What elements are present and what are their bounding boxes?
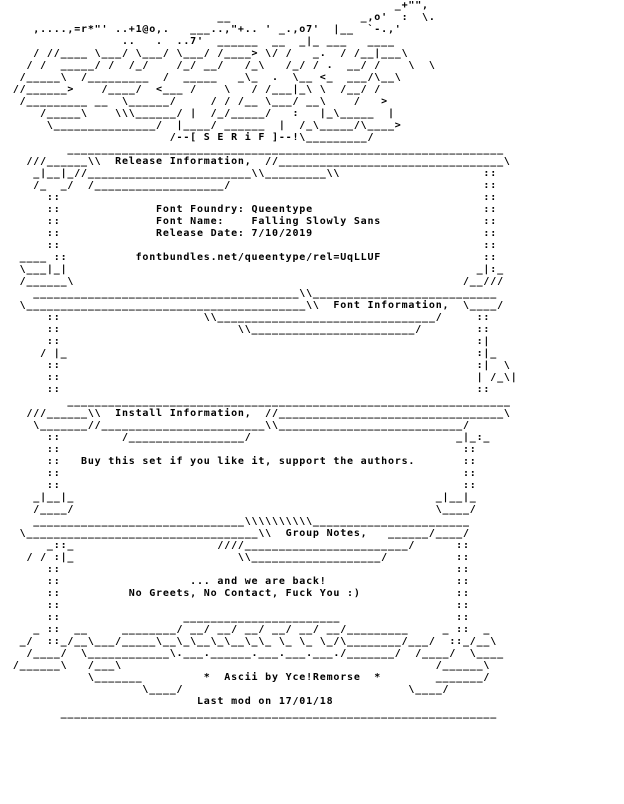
nfo-line: :: :: xyxy=(6,192,498,203)
nfo-line: :: :| xyxy=(6,336,491,347)
nfo-line: :: :: xyxy=(6,564,470,575)
nfo-line: :: \\________________________/ :: xyxy=(6,324,491,335)
nfo-line: ///______\\ Release Information, //_____… xyxy=(6,156,511,167)
nfo-line: \_______//________________________\\____… xyxy=(6,420,470,431)
nfo-line: ///______\\ Install Information, //_____… xyxy=(6,408,511,419)
nfo-line: _|__|_ _|__|_ xyxy=(6,492,477,503)
nfo-line: \____/ \____/ xyxy=(6,684,450,695)
nfo-line: /_________ __ \______/ / / /__ \___/ __\… xyxy=(6,96,388,107)
nfo-line: _::_ ////________________________/ :: xyxy=(6,540,470,551)
nfo-line: ,....,=r*"' ..+1@o,. ___..,"+.. ' _.,o7'… xyxy=(6,24,402,35)
nfo-line: :: Font Name: Falling Slowly Sans :: xyxy=(6,216,498,227)
nfo-line: /______\ /___\ /______\ xyxy=(6,660,491,671)
nfo-line: \_______________________________________… xyxy=(6,300,504,311)
nfo-line: :: _______________________ :: xyxy=(6,612,470,623)
nfo-line: //______> /____/ <___ / \ / /___|_\ \ /_… xyxy=(6,84,382,95)
nfo-line: /____/ \____/ xyxy=(6,504,477,515)
nfo-line: /_ _/ /___________________/ :: xyxy=(6,180,498,191)
nfo-line: /--[ S E R i F ]--!\_________/ xyxy=(6,132,375,143)
nfo-line: \_______ * Ascii by Yce!Remorse * ______… xyxy=(6,672,491,683)
nfo-line: .. . ..7' ______ __ _|_ ___ ____ xyxy=(6,36,395,47)
nfo-line: :: Font Foundry: Queentype :: xyxy=(6,204,498,215)
nfo-line: / //____ \___/ \___/ \___/ /____> \/ / _… xyxy=(6,48,409,59)
nfo-line: :: :| \ xyxy=(6,360,511,371)
nfo-line: :: :: xyxy=(6,240,498,251)
nfo-line: _ :: __ ________/ __/ __/ __/ __/ __/ __… xyxy=(6,624,491,635)
nfo-line: ________________________________________… xyxy=(6,396,511,407)
nfo-line: :: :: xyxy=(6,600,470,611)
nfo-line: ________________________________________… xyxy=(6,144,504,155)
nfo-line: \___|_| _|:_ xyxy=(6,264,504,275)
nfo-line: _______________________________________\… xyxy=(6,288,498,299)
nfo-line: ________________________________________… xyxy=(6,708,498,719)
nfo-line: / / _____/ / /_/ /_/ __/ /_\ /_/ / . __/… xyxy=(6,60,436,71)
nfo-line: \_______________/ |____/ ______ | /_\___… xyxy=(6,120,402,131)
nfo-line: ____ :: fontbundles.net/queentype/rel=Uq… xyxy=(6,252,498,263)
nfo-line: /_____\ \\\______/ | /_/_____/ : |_\____… xyxy=(6,108,395,119)
nfo-line: :: :: xyxy=(6,444,477,455)
nfo-line: _|__|_//________________________\\______… xyxy=(6,168,498,179)
nfo-line: _+"", xyxy=(6,0,429,11)
nfo-line: :: Buy this set if you like it, support … xyxy=(6,456,477,467)
nfo-line: :: | /_\| xyxy=(6,372,518,383)
nfo-line: :: /_________________/ _|_:_ xyxy=(6,432,491,443)
nfo-line: Last mod on 17/01/18 xyxy=(6,696,334,707)
nfo-line: _______________________________\\\\\\\\\… xyxy=(6,516,470,527)
nfo-line: / / :|_ \\___________________/ :: xyxy=(6,552,470,563)
nfo-line: :: :: xyxy=(6,468,477,479)
ascii-art-text: _+"", __ _,o' : \. ,....,=r*"' ..+1@o,. … xyxy=(6,0,624,720)
nfo-line: :: Release Date: 7/10/2019 :: xyxy=(6,228,498,239)
nfo-line: /_____\ /_________ / _____ _\_ . \__ <_ … xyxy=(6,72,402,83)
nfo-line: __ _,o' : \. xyxy=(6,12,436,23)
nfo-line: :: ... and we are back! :: xyxy=(6,576,470,587)
nfo-line: /______\ /__/// xyxy=(6,276,504,287)
nfo-line: _/ ::_/__\___/_____\__\_\__\_\__\_\_ \_ … xyxy=(6,636,498,647)
nfo-line: /____/ \____________\.___.______.___.___… xyxy=(6,648,504,659)
nfo-line: :: \\________________________________/ :… xyxy=(6,312,491,323)
nfo-line: \__________________________________\\ Gr… xyxy=(6,528,470,539)
nfo-line: :: No Greets, No Contact, Fuck You :) :: xyxy=(6,588,470,599)
nfo-line: :: :: xyxy=(6,480,477,491)
nfo-line: :: :: xyxy=(6,384,491,395)
nfo-line: / |_ :|_ xyxy=(6,348,498,359)
